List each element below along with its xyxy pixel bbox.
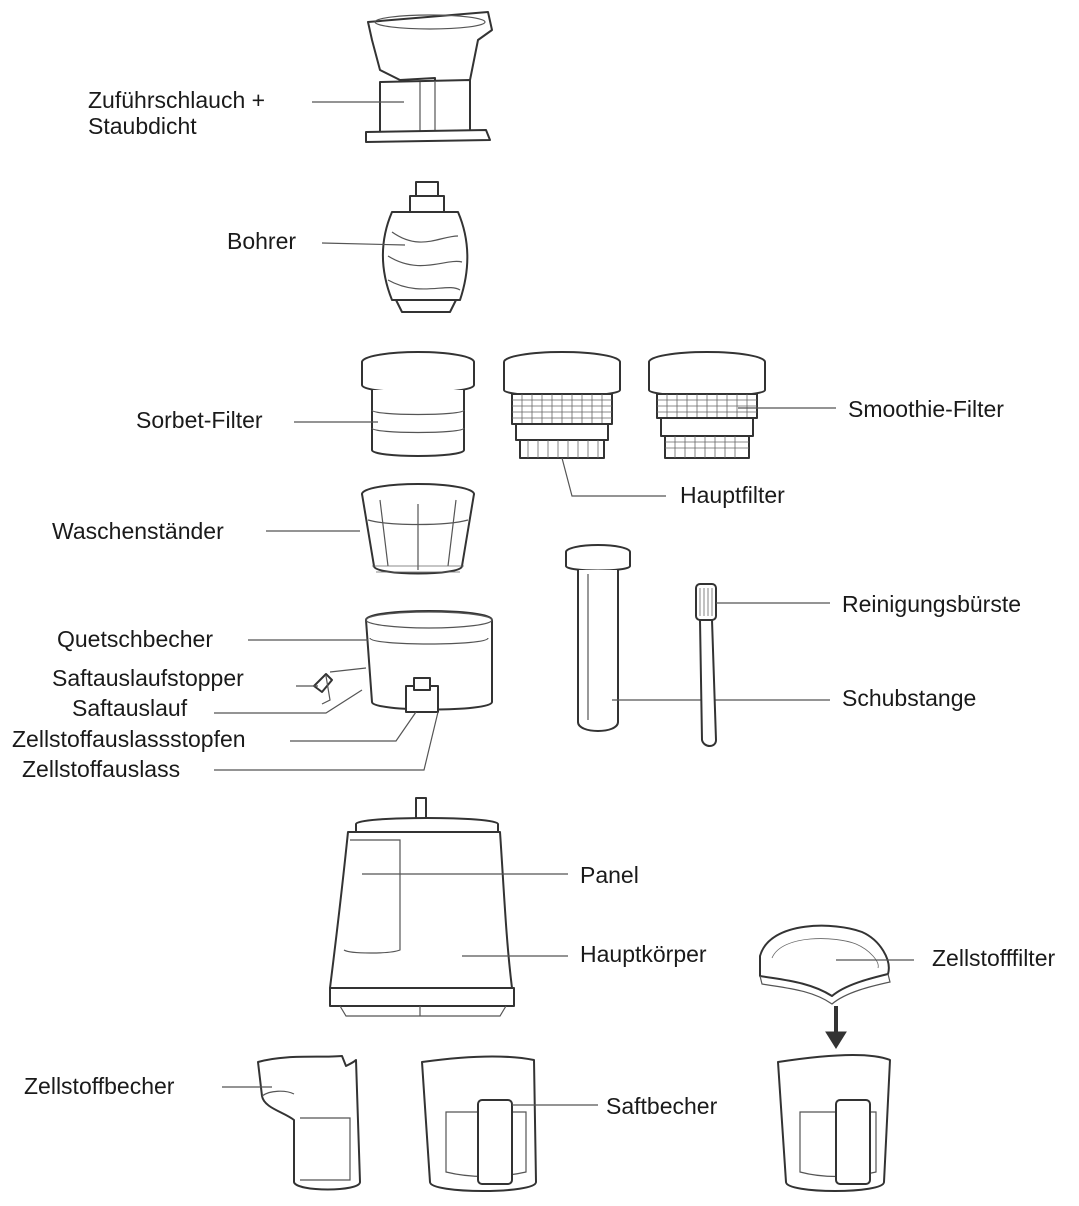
sorbet-filter-part <box>361 351 475 457</box>
feed-chute-label-line2: Staubdicht <box>88 113 197 139</box>
pusher-label: Schubstange <box>842 685 976 711</box>
squeeze-cup-part <box>365 610 493 713</box>
wash-stand-part <box>361 483 475 575</box>
pusher-part <box>565 544 631 732</box>
pulp-cup-label: Zellstoffbecher <box>24 1073 175 1099</box>
smoothie-filter-part <box>648 351 766 459</box>
main-filter-part <box>503 351 621 459</box>
panel-label: Panel <box>580 862 639 888</box>
main-filter-leader <box>561 457 666 497</box>
main-body-label: Hauptkörper <box>580 941 707 967</box>
smoothie-filter-label: Smoothie-Filter <box>848 396 1004 422</box>
pulp-filter-label: Zellstofffilter <box>932 945 1055 971</box>
pulp-outlet-leader <box>214 711 439 771</box>
feed-chute-part <box>365 11 493 143</box>
sorbet-filter-label: Sorbet-Filter <box>136 407 263 433</box>
pulp-cup-part <box>257 1055 361 1191</box>
squeeze-cup-label: Quetschbecher <box>57 626 213 652</box>
juice-cup-label: Saftbecher <box>606 1093 718 1119</box>
pulp-outlet-stopper-leader <box>290 711 417 742</box>
pulp-cup-with-filter-part <box>777 1053 891 1192</box>
cleaning-brush-part <box>695 583 717 747</box>
juice-outlet-stopper-label: Saftauslaufstopper <box>52 665 244 691</box>
main-filter-label: Hauptfilter <box>680 482 785 508</box>
auger-part <box>382 181 469 313</box>
auger-label: Bohrer <box>227 228 296 254</box>
juice-cup-part <box>421 1055 537 1192</box>
juice-outlet-stopper-part <box>313 673 333 705</box>
juice-outlet-leader <box>214 689 363 714</box>
juice-outlet-stopper-leader <box>296 667 367 687</box>
feed-chute-label-line1: Zuführschlauch + <box>88 87 265 113</box>
pulp-filter-part <box>759 924 891 1005</box>
auger-leader <box>321 242 406 246</box>
pulp-outlet-stopper-label: Zellstoffauslassstopfen <box>12 726 246 752</box>
down-arrow-icon <box>825 1006 847 1049</box>
juice-outlet-label: Saftauslauf <box>72 695 188 721</box>
main-body-part <box>329 797 515 1017</box>
wash-stand-label: Waschenständer <box>52 518 224 544</box>
pulp-outlet-label: Zellstoffauslass <box>22 756 180 782</box>
cleaning-brush-label: Reinigungsbürste <box>842 591 1021 617</box>
